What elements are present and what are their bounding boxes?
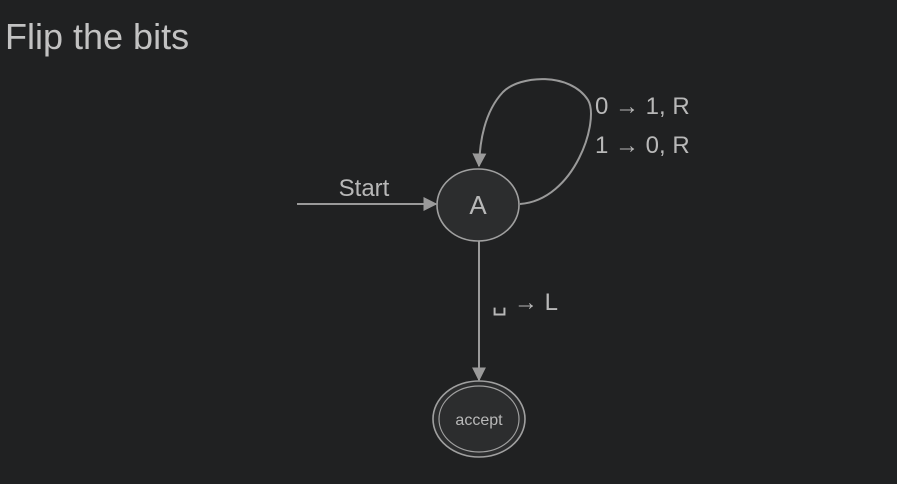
self-loop-label-1: 0 → 1, R (595, 93, 690, 120)
state-accept: accept (432, 380, 526, 458)
self-loop-edge (472, 78, 592, 205)
state-a-circle (436, 168, 520, 242)
state-accept-label: accept (455, 412, 503, 429)
state-a: A (436, 168, 520, 242)
page-title: Flip the bits (5, 16, 190, 57)
accept-inner-circle (438, 385, 520, 453)
a-to-accept-label: ␣ → L (492, 289, 558, 316)
start-label: Start (339, 175, 390, 202)
state-a-label: A (469, 190, 487, 220)
self-loop-label-2: 1 → 0, R (595, 132, 690, 159)
accept-outer-circle (432, 380, 526, 458)
